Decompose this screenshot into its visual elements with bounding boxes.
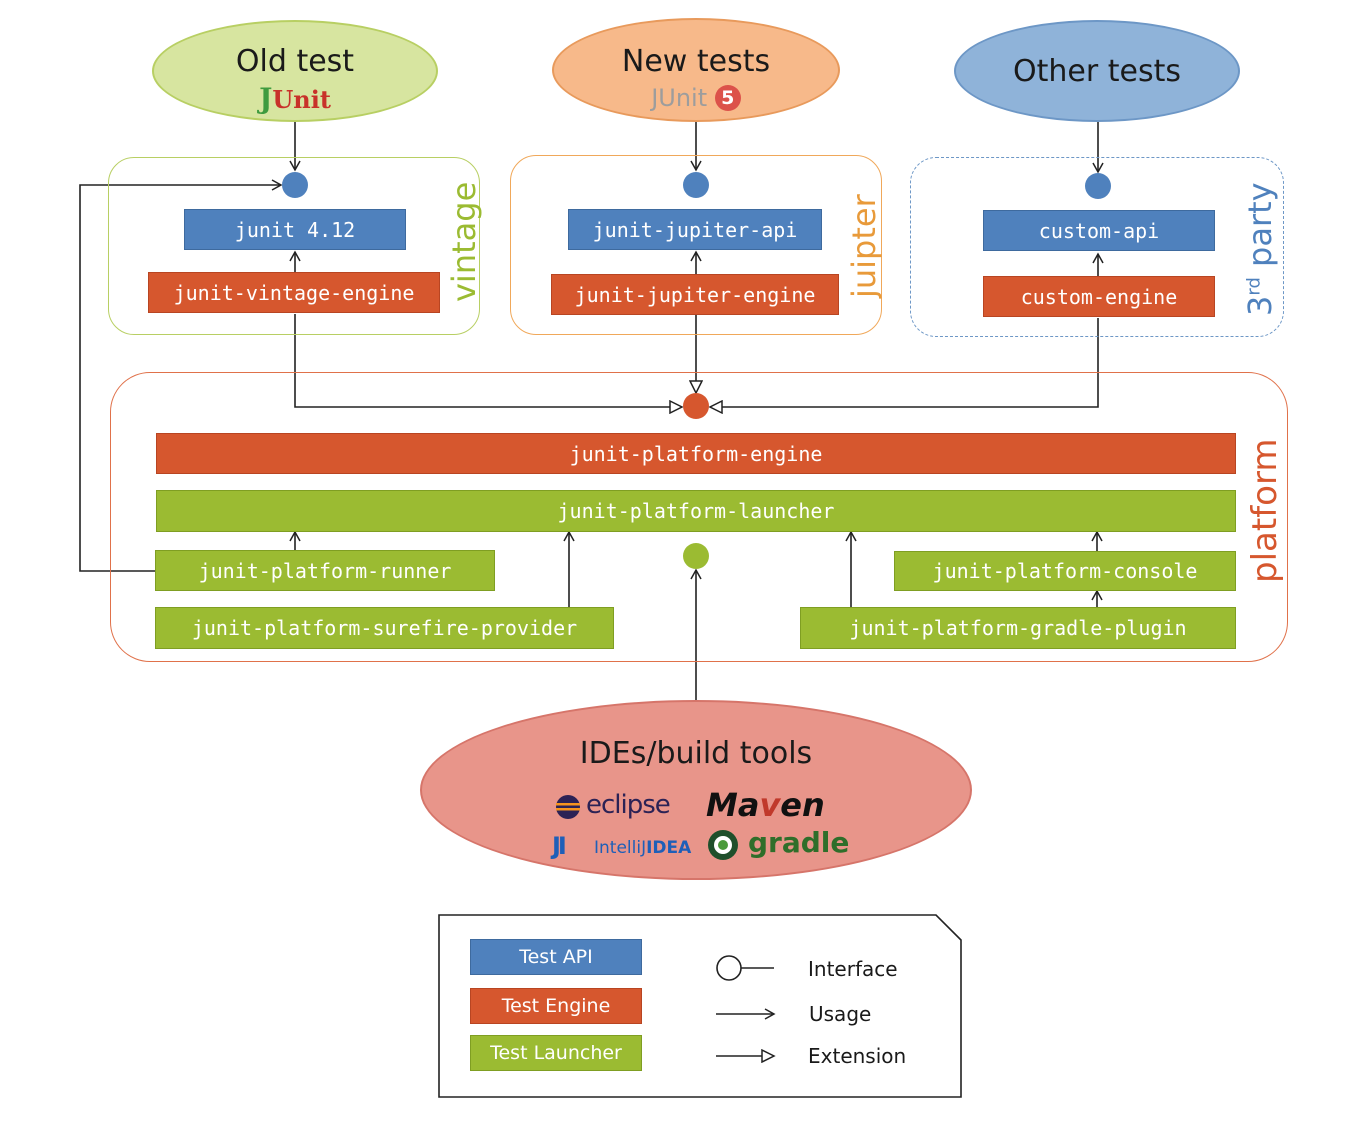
legend-test-engine-swatch: Test Engine — [470, 988, 642, 1024]
junit4-logo-unit: Unit — [272, 85, 331, 114]
vintage-group: vintage — [108, 157, 483, 335]
junit-platform-launcher-module: junit-platform-launcher — [156, 490, 1236, 532]
junit-vintage-engine-module: junit-vintage-engine — [148, 272, 440, 313]
jupiter-label: juipter — [845, 194, 883, 298]
jupiter-group: juipter — [510, 155, 883, 335]
third-party-label-rest: party — [1241, 182, 1279, 278]
custom-interface-dot — [1085, 173, 1111, 199]
intellij-icon: JI — [552, 832, 567, 860]
other-tests-ellipse: Other tests — [954, 20, 1240, 122]
intellij-wordmark-prefix: IntelliJ — [594, 838, 647, 858]
vintage-label: vintage — [445, 181, 483, 302]
engine-interface-dot — [683, 393, 709, 419]
maven-wordmark-v: v — [759, 786, 781, 824]
custom-engine-module: custom-engine — [983, 276, 1215, 317]
old-test-title: Old test — [235, 44, 355, 79]
junit-platform-console-module: junit-platform-console — [894, 551, 1236, 591]
legend-usage-label: Usage — [809, 1002, 872, 1026]
maven-wordmark-right: en — [780, 786, 825, 824]
legend-extension-label: Extension — [808, 1044, 907, 1068]
third-party-label: 3rd party — [1241, 182, 1279, 316]
interface-symbol — [716, 955, 774, 981]
legend-test-launcher-swatch: Test Launcher — [470, 1035, 642, 1071]
legend-interface-label: Interface — [808, 957, 898, 981]
new-tests-ellipse: New tests JUnit 5 — [552, 18, 840, 122]
intellij-wordmark: IntelliJIDEA — [594, 838, 691, 858]
junit5-logo: JUnit 5 — [554, 84, 838, 112]
eclipse-icon — [556, 795, 580, 819]
junit-platform-runner-module: junit-platform-runner — [155, 550, 495, 591]
platform-label: platform — [1245, 438, 1285, 583]
other-tests-title: Other tests — [1013, 54, 1181, 89]
runner-usage-line — [79, 179, 283, 572]
intellij-wordmark-suffix: IDEA — [646, 838, 692, 858]
intellij-logo: JI IntelliJIDEA — [552, 832, 692, 864]
maven-wordmark-left: Ma — [706, 786, 760, 824]
jupiter-interface-dot — [683, 172, 709, 198]
vintage-interface-dot — [282, 172, 308, 198]
ides-build-tools-title: IDEs/build tools — [579, 736, 813, 771]
junit4-logo-j: J — [259, 82, 273, 115]
junit5-logo-text: JUnit — [651, 84, 708, 112]
custom-extension-line — [710, 318, 1099, 407]
new-tests-title: New tests — [621, 44, 771, 79]
vintage-extension-line — [294, 314, 682, 407]
junit-platform-surefire-provider-module: junit-platform-surefire-provider — [155, 607, 614, 649]
third-party-label-main: 3 — [1241, 295, 1279, 316]
old-test-ellipse: Old test JUnit — [152, 20, 438, 122]
junit5-logo-badge: 5 — [714, 85, 741, 111]
gradle-icon — [708, 830, 738, 860]
legend: Test API Test Engine Test Launcher Inter… — [438, 914, 962, 1098]
third-party-group: 3rd party — [910, 157, 1284, 337]
ides-build-tools-ellipse: IDEs/build tools — [420, 700, 972, 880]
maven-logo: Maven — [706, 786, 846, 826]
eclipse-logo: eclipse — [554, 790, 678, 822]
junit-4-12-module: junit 4.12 — [184, 209, 406, 250]
gradle-wordmark: gradle — [748, 826, 850, 859]
gradle-logo: gradle — [706, 826, 850, 864]
legend-test-api-swatch: Test API — [470, 939, 642, 975]
launcher-interface-dot — [683, 543, 709, 569]
eclipse-wordmark: eclipse — [586, 790, 671, 820]
platform-group: platform — [110, 372, 1288, 662]
legend-symbols — [716, 955, 790, 1098]
junit-platform-gradle-plugin-module: junit-platform-gradle-plugin — [800, 607, 1236, 649]
junit-jupiter-engine-module: junit-jupiter-engine — [551, 274, 839, 315]
custom-api-module: custom-api — [983, 210, 1215, 251]
junit4-logo: JUnit — [154, 82, 436, 115]
third-party-label-sup: rd — [1243, 277, 1265, 296]
junit-platform-engine-module: junit-platform-engine — [156, 433, 1236, 474]
junit-jupiter-api-module: junit-jupiter-api — [568, 209, 822, 250]
